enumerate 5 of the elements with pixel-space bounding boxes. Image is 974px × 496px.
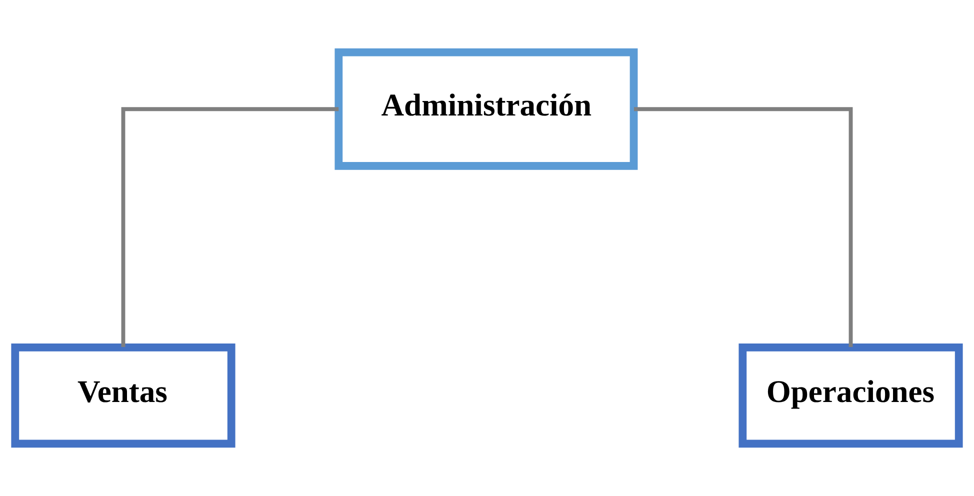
node-box: Operaciones [738, 343, 963, 448]
node-box: Administración [334, 48, 638, 170]
node-box: Ventas [11, 343, 236, 448]
connector [634, 107, 853, 347]
connector [121, 107, 339, 347]
